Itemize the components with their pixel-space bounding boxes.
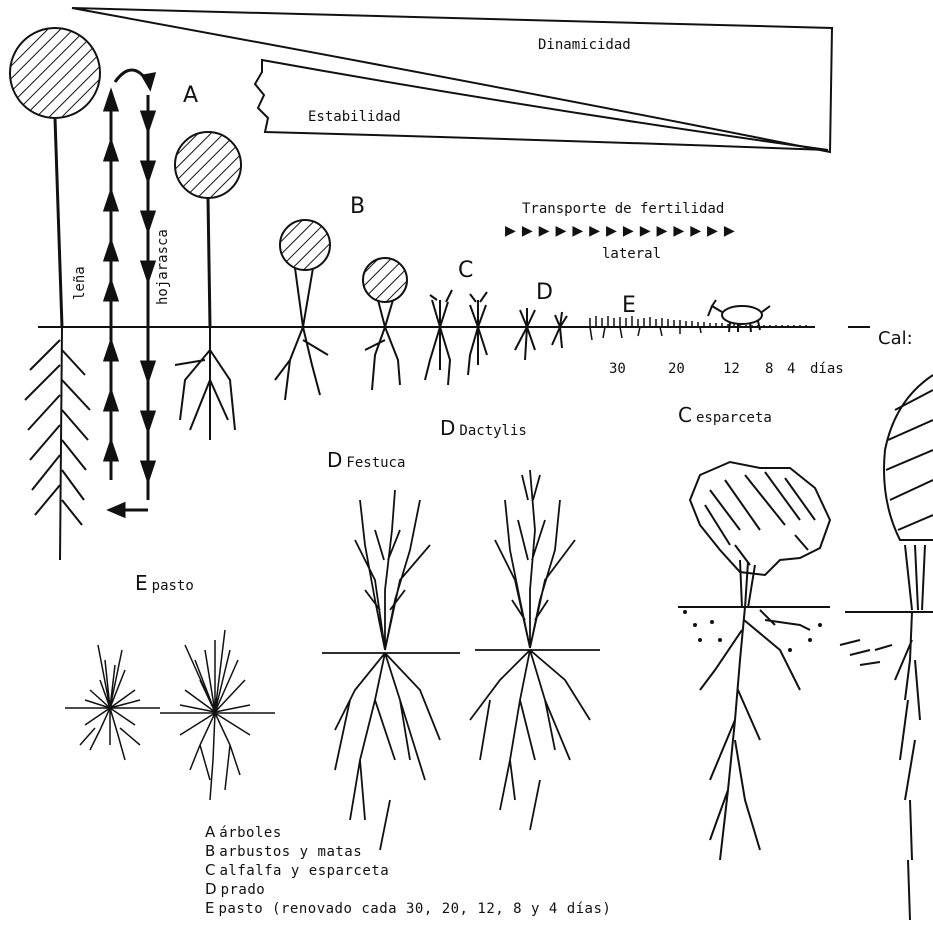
shrub-b-1 <box>275 220 330 400</box>
esparceta-label: C esparceta <box>678 405 772 426</box>
flow-arrows <box>105 70 154 516</box>
shrub-b-2 <box>363 258 407 390</box>
group-b-letter: B <box>350 196 365 218</box>
days-4: 4 <box>787 362 795 376</box>
group-c-letter: C <box>458 260 473 282</box>
litter-label: hojarasca <box>155 229 171 305</box>
tree-a-small <box>175 132 241 440</box>
festuca-plant <box>322 490 460 850</box>
days-20: 20 <box>668 362 685 376</box>
dynamism-label: Dinamicidad <box>538 38 631 52</box>
group-e-letter: E <box>622 295 636 317</box>
right-edge-plant <box>840 375 933 920</box>
transport-arrows: ▶▶▶▶▶▶▶▶▶▶▶▶▶▶ <box>505 222 741 240</box>
wood-label: leña <box>72 266 88 300</box>
pasto-label: E pasto <box>135 573 194 594</box>
lateral-label: lateral <box>602 247 661 261</box>
festuca-label: D Festuca <box>327 450 405 471</box>
group-a-letter: A <box>183 85 198 107</box>
days-12: 12 <box>723 362 740 376</box>
group-d-letter: D <box>536 282 553 304</box>
alfalfa-c-small <box>425 290 487 385</box>
esparceta-plant <box>678 462 830 860</box>
days-30: 30 <box>609 362 626 376</box>
meadow-d-small <box>515 308 567 360</box>
stability-wedge <box>255 60 828 150</box>
dynamism-wedge <box>72 8 832 152</box>
pasto-plant-1 <box>65 645 160 760</box>
days-8: 8 <box>765 362 773 376</box>
days-unit: días <box>810 362 844 376</box>
dactylis-plant <box>470 470 600 830</box>
stability-label: Estabilidad <box>308 110 401 124</box>
transport-label: Transporte de fertilidad <box>522 202 724 216</box>
cut-off-label: Cal: <box>878 330 913 348</box>
dactylis-label: D Dactylis <box>440 418 527 439</box>
pasto-plant-2 <box>160 630 275 800</box>
